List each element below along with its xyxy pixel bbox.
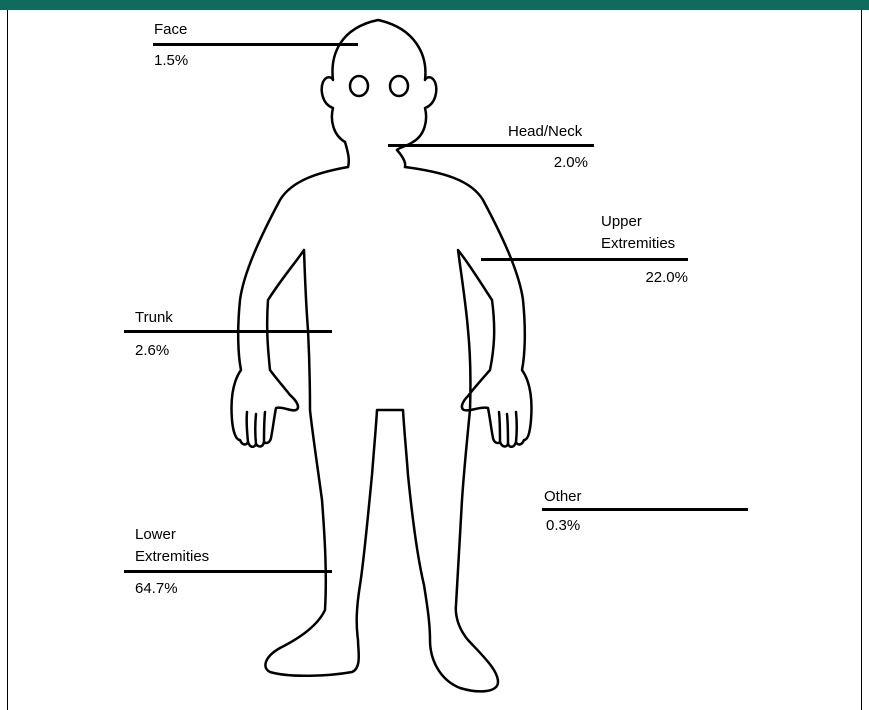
trunk-value: 2.6% xyxy=(135,340,169,362)
upper-extremities-leader-line xyxy=(481,258,688,261)
right-eye xyxy=(390,76,408,96)
lower-extremities-value: 64.7% xyxy=(135,578,178,600)
head-neck-value: 2.0% xyxy=(528,152,588,174)
trunk-label: Trunk xyxy=(135,307,173,329)
other-label: Other xyxy=(544,486,582,508)
upper-extremities-value: 22.0% xyxy=(618,267,688,289)
trunk-leader-line xyxy=(124,330,332,333)
head-neck-leader-line xyxy=(388,144,594,147)
lower-extremities-label-line1: Lower xyxy=(135,524,176,546)
lower-extremities-label-line2: Extremities xyxy=(135,546,209,568)
face-value: 1.5% xyxy=(154,50,188,72)
head-neck-label: Head/Neck xyxy=(508,121,582,143)
body-outline xyxy=(231,167,531,691)
lower-extremities-leader-line xyxy=(124,570,332,573)
face-label: Face xyxy=(154,19,187,41)
left-eye xyxy=(350,76,368,96)
other-leader-line xyxy=(542,508,748,511)
head-outline xyxy=(322,20,437,150)
face-leader-line xyxy=(153,43,358,46)
other-value: 0.3% xyxy=(546,515,580,537)
upper-extremities-label-line2: Extremities xyxy=(601,233,675,255)
upper-extremities-label-line1: Upper xyxy=(601,211,642,233)
